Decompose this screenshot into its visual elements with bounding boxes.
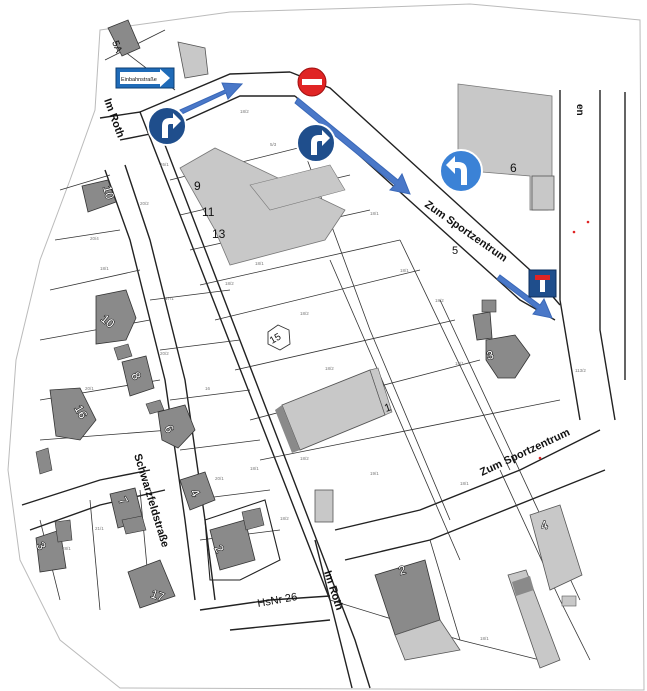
svg-text:5/3: 5/3 xyxy=(270,142,277,147)
dead-end-icon xyxy=(528,269,557,298)
svg-text:18/1: 18/1 xyxy=(250,466,259,471)
turn-right-icon xyxy=(147,106,187,146)
parcel-annotations: 18/2 5/3 26/1 20/2 20/4 18/1 17/1 18/2 2… xyxy=(62,109,586,641)
house-number-11: 11 xyxy=(202,205,215,219)
svg-text:19/1: 19/1 xyxy=(370,471,379,476)
house-number-2-bottom: 2 xyxy=(397,563,407,578)
svg-text:18/2: 18/2 xyxy=(240,109,249,114)
house-number-9: 9 xyxy=(194,179,201,193)
svg-text:20/1: 20/1 xyxy=(215,476,224,481)
house-number-16: 16 xyxy=(71,403,90,422)
house-number-10-top: 10 xyxy=(100,184,117,201)
route-arrow-1 xyxy=(179,82,244,115)
one-way-sign: Einbahnstraße xyxy=(115,67,175,89)
buildings xyxy=(35,19,583,669)
house-number-17: 17 xyxy=(149,587,167,605)
svg-text:20/4: 20/4 xyxy=(90,236,99,241)
house-number-6-right: 6 xyxy=(510,161,517,175)
marker-dot xyxy=(586,220,590,224)
house-number-15: 15 xyxy=(268,331,284,346)
marker-dot xyxy=(572,230,576,234)
svg-text:18/1: 18/1 xyxy=(460,481,469,486)
house-number-1: 1 xyxy=(383,401,393,414)
svg-text:20/2: 20/2 xyxy=(160,351,169,356)
svg-text:18/2: 18/2 xyxy=(280,516,289,521)
svg-text:18/2: 18/2 xyxy=(435,298,444,303)
house-number-4-right: 4 xyxy=(539,518,549,533)
svg-text:18/2: 18/2 xyxy=(225,281,234,286)
no-entry-icon xyxy=(297,67,327,97)
one-way-sign-text: Einbahnstraße xyxy=(121,77,157,83)
svg-text:16: 16 xyxy=(205,386,211,391)
svg-text:18/1: 18/1 xyxy=(100,266,109,271)
svg-text:18/1: 18/1 xyxy=(370,211,379,216)
svg-text:18/2: 18/2 xyxy=(325,366,334,371)
svg-text:20/1: 20/1 xyxy=(85,386,94,391)
street-label-edge: en xyxy=(574,104,585,116)
svg-text:20/2: 20/2 xyxy=(140,201,149,206)
svg-text:18/1: 18/1 xyxy=(255,261,264,266)
house-number-13: 13 xyxy=(212,227,226,241)
house-number-5a: 5A xyxy=(109,39,124,55)
svg-text:17/1: 17/1 xyxy=(165,296,174,301)
route-arrow-3 xyxy=(496,274,553,319)
street-lines xyxy=(21,71,626,689)
svg-text:18/1: 18/1 xyxy=(455,361,464,366)
turn-right-icon xyxy=(296,123,336,163)
house-number-5: 5 xyxy=(452,245,458,257)
turn-left-icon xyxy=(439,149,483,193)
svg-text:18/1: 18/1 xyxy=(480,636,489,641)
svg-text:21/1: 21/1 xyxy=(95,526,104,531)
house-number-3-right: 3 xyxy=(485,348,495,363)
svg-text:18/2: 18/2 xyxy=(300,456,309,461)
route-arrows xyxy=(179,82,553,319)
svg-text:18/2: 18/2 xyxy=(300,311,309,316)
svg-text:26/1: 26/1 xyxy=(160,162,169,167)
svg-text:113/2: 113/2 xyxy=(575,368,586,373)
svg-text:28/1: 28/1 xyxy=(62,546,71,551)
route-arrow-2 xyxy=(294,97,411,195)
svg-text:18/1: 18/1 xyxy=(400,268,409,273)
marker-dot xyxy=(538,456,542,460)
